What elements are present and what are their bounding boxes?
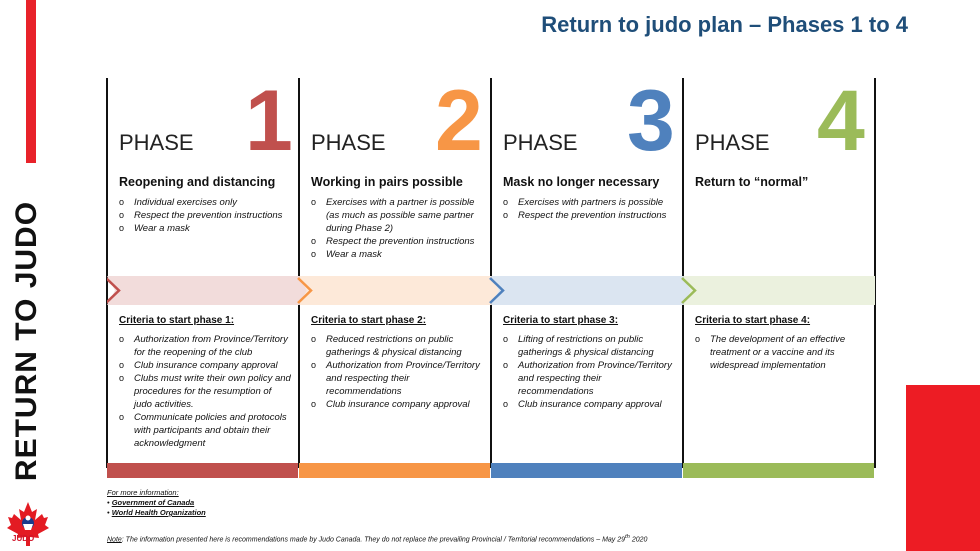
note-year: 2020 xyxy=(629,536,648,544)
chevron-icon xyxy=(681,277,697,304)
criteria-list: The development of an effective treatmen… xyxy=(695,333,867,372)
maple-leaf-logo xyxy=(7,502,49,546)
list-item: Club insurance company approval xyxy=(503,398,675,411)
side-title-text: RETURN TO JUDO xyxy=(10,200,44,482)
arrow-band-2 xyxy=(299,276,499,305)
note-label: Note xyxy=(107,536,122,544)
phase-subtitle: Working in pairs possible xyxy=(311,175,463,189)
list-item: Authorization from Province/Territory an… xyxy=(503,359,675,398)
list-item: Club insurance company approval xyxy=(311,398,483,411)
phase-column-1: PHASE 1 Reopening and distancing Individ… xyxy=(107,78,298,478)
column-divider xyxy=(490,78,492,468)
list-item: The development of an effective treatmen… xyxy=(695,333,867,372)
link-government-of-canada[interactable]: Government of Canada xyxy=(111,498,195,507)
phase-number: 1 xyxy=(245,73,293,169)
more-info-label: For more information: xyxy=(107,488,179,497)
phase-bullets: Exercises with a partner is possible (as… xyxy=(311,196,483,261)
list-item: Communicate policies and protocols with … xyxy=(119,411,291,450)
list-item: Exercises with a partner is possible (as… xyxy=(311,196,483,235)
phase-bar-4 xyxy=(683,463,874,478)
note-superscript: th xyxy=(625,534,630,540)
phase-column-2: PHASE 2 Working in pairs possible Exerci… xyxy=(299,78,490,478)
phase-label: PHASE xyxy=(119,130,194,155)
column-divider xyxy=(874,78,876,468)
list-item: Authorization from Province/Territory fo… xyxy=(119,333,291,359)
chevron-icon xyxy=(107,277,121,304)
list-item: Wear a mask xyxy=(119,222,291,235)
phase-bullets: Individual exercises only Respect the pr… xyxy=(119,196,291,235)
red-corner-block xyxy=(906,385,980,551)
phase-column-4: PHASE 4 Return to “normal” Criteria to s… xyxy=(683,78,874,478)
phase-label: PHASE xyxy=(695,130,770,155)
list-item: Reduced restrictions on public gathering… xyxy=(311,333,483,359)
list-item: Respect the prevention instructions xyxy=(311,235,483,248)
link-world-health-organization[interactable]: World Health Organization xyxy=(111,508,206,517)
list-item: Authorization from Province/Territory an… xyxy=(311,359,483,398)
column-divider xyxy=(298,78,300,468)
list-item: Exercises with partners is possible xyxy=(503,196,675,209)
chevron-icon xyxy=(489,277,505,304)
phase-subtitle: Mask no longer necessary xyxy=(503,175,660,189)
side-title: RETURN TO JUDO xyxy=(2,187,52,495)
list-item: Club insurance company approval xyxy=(119,359,291,372)
phase-number: 3 xyxy=(627,73,675,169)
chevron-icon xyxy=(297,277,313,304)
more-information: For more information: • Government of Ca… xyxy=(107,488,206,517)
list-item: Respect the prevention instructions xyxy=(503,209,675,222)
list-item: Respect the prevention instructions xyxy=(119,209,291,222)
note-text: : The information presented here is reco… xyxy=(121,536,626,544)
phase-label: PHASE xyxy=(311,130,386,155)
arrow-band-1 xyxy=(107,276,307,305)
page-title: Return to judo plan – Phases 1 to 4 xyxy=(541,12,908,37)
column-divider xyxy=(106,78,108,468)
criteria-list: Authorization from Province/Territory fo… xyxy=(119,333,291,450)
logo-text: JUDO xyxy=(12,534,35,543)
column-divider xyxy=(682,78,684,468)
criteria-title: Criteria to start phase 4: xyxy=(695,315,811,326)
phase-number: 2 xyxy=(435,73,483,169)
criteria-title: Criteria to start phase 2: xyxy=(311,315,427,326)
disclaimer-note: Note: The information presented here is … xyxy=(107,534,647,543)
list-item: Lifting of restrictions on public gather… xyxy=(503,333,675,359)
list-item: Individual exercises only xyxy=(119,196,291,209)
arrow-band-4 xyxy=(683,276,875,305)
list-item: Wear a mask xyxy=(311,248,483,261)
criteria-title: Criteria to start phase 3: xyxy=(503,315,619,326)
phase-arrow-band xyxy=(107,276,875,305)
phase-bar-1 xyxy=(107,463,298,478)
phase-subtitle: Reopening and distancing xyxy=(119,175,276,189)
phase-bullets: Exercises with partners is possible Resp… xyxy=(503,196,675,222)
accent-red-bar xyxy=(26,0,36,163)
phase-number: 4 xyxy=(817,73,865,169)
phase-column-3: PHASE 3 Mask no longer necessary Exercis… xyxy=(491,78,682,478)
criteria-title: Criteria to start phase 1: xyxy=(119,315,235,326)
list-item: Clubs must write their own policy and pr… xyxy=(119,372,291,411)
criteria-list: Reduced restrictions on public gathering… xyxy=(311,333,483,411)
phase-bar-3 xyxy=(491,463,682,478)
phase-label: PHASE xyxy=(503,130,578,155)
arrow-band-3 xyxy=(491,276,691,305)
criteria-list: Lifting of restrictions on public gather… xyxy=(503,333,675,411)
phase-bar-2 xyxy=(299,463,490,478)
phase-subtitle: Return to “normal” xyxy=(695,175,809,189)
